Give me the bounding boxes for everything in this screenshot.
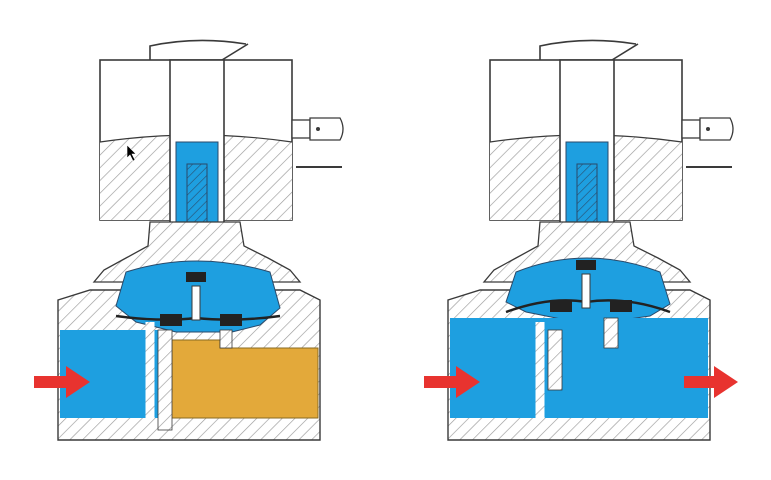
seal (550, 300, 572, 312)
flow-arrow-icon (34, 366, 90, 398)
seal (576, 260, 596, 270)
mouse-cursor-icon (126, 144, 137, 162)
flow-arrow-icon (684, 366, 738, 398)
valve-closed (34, 39, 344, 441)
valve-open (424, 39, 738, 441)
seal (220, 314, 242, 326)
flow-arrow-icon (424, 366, 480, 398)
outlet-chamber (165, 339, 319, 419)
seal (160, 314, 182, 326)
seal (186, 272, 206, 282)
seal (610, 300, 632, 312)
